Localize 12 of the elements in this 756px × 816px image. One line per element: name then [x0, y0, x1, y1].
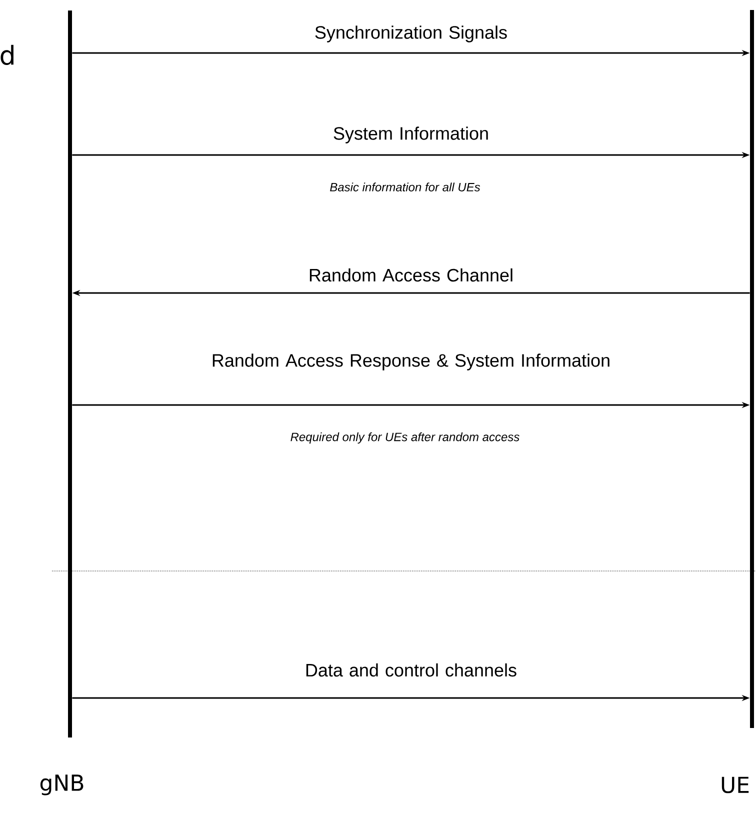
edge-label: Data and control channels	[306, 663, 516, 677]
lifeline: gNB	[40, 10, 84, 796]
partial-text: d	[0, 44, 14, 66]
note: Required only for UEs after random access	[290, 432, 520, 444]
node-label: gNB	[40, 774, 84, 796]
edge-label: Random Access Response & System Information	[212, 354, 610, 370]
edge-label: System Information	[334, 126, 488, 144]
edge-label: Synchronization Signals	[315, 26, 507, 42]
lifeline: UE	[722, 10, 754, 794]
note: Basic information for all UEs	[330, 182, 480, 192]
edge-label: Random Access Channel	[310, 268, 512, 282]
node-label: UE	[722, 776, 749, 794]
